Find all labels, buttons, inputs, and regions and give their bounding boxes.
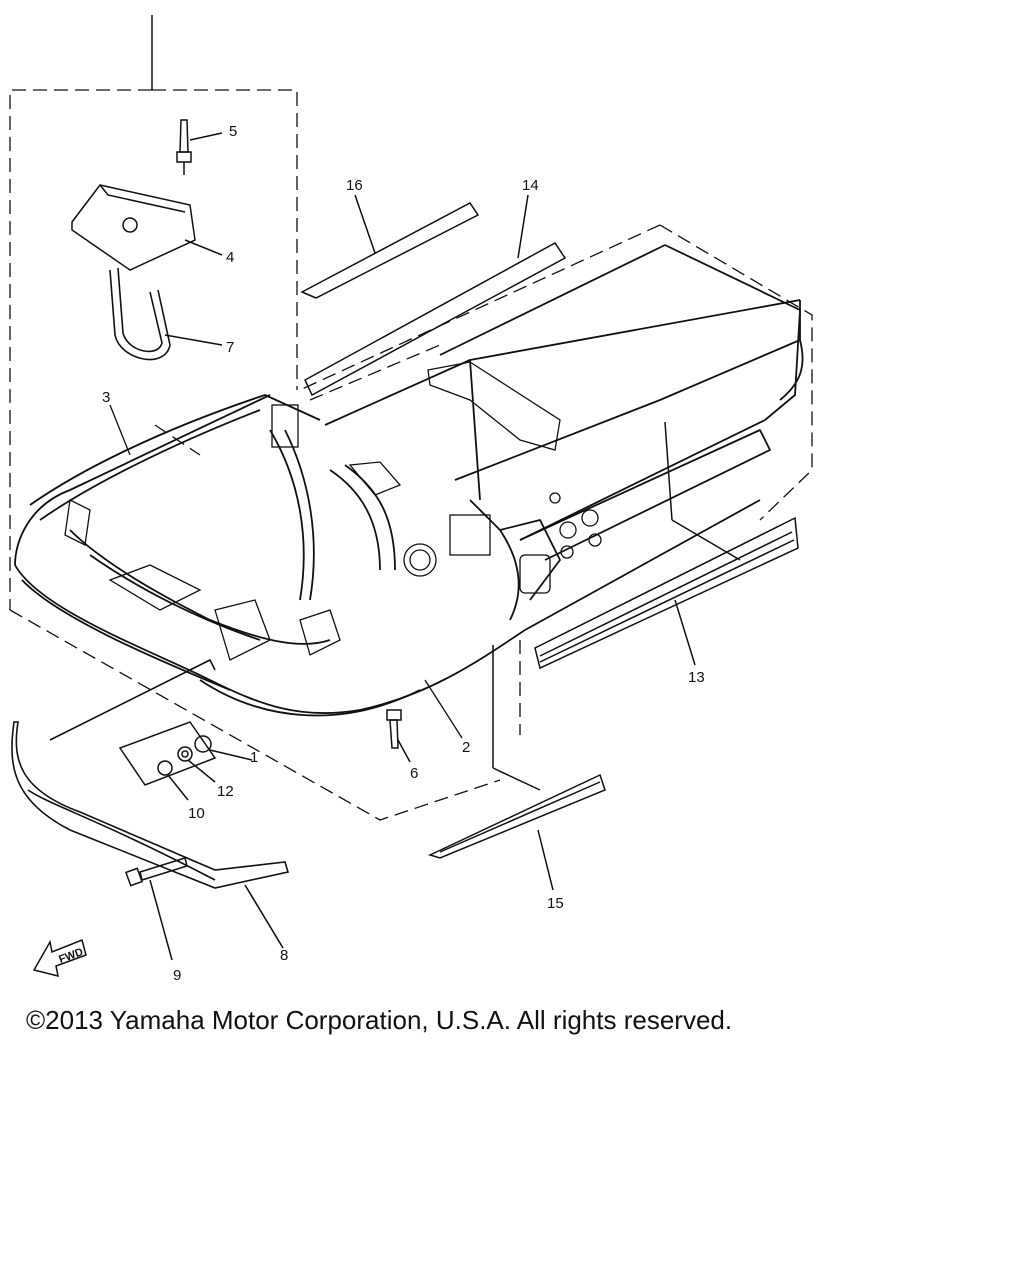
callout-4: 4 (226, 249, 234, 266)
fwd-label: FWD (57, 946, 85, 966)
callout-16: 16 (346, 177, 363, 194)
frame-details (64, 361, 602, 661)
callout-labels: 5 4 7 3 16 14 13 2 6 1 12 10 15 8 9 (102, 123, 705, 984)
callout-8: 8 (280, 947, 288, 964)
callout-7: 7 (226, 339, 234, 356)
callout-3: 3 (102, 389, 110, 406)
part-14-trim (304, 194, 567, 397)
part-9-bolt (125, 857, 188, 961)
callout-2: 2 (462, 739, 470, 756)
copyright-notice: ©2013 Yamaha Motor Corporation, U.S.A. A… (26, 1005, 733, 1035)
part-16-trim (300, 194, 480, 299)
frame-body (14, 244, 804, 717)
hardware-nuts (118, 721, 253, 801)
callout-13: 13 (688, 669, 705, 686)
callout-5: 5 (229, 123, 237, 140)
part-6-bolt (386, 709, 411, 763)
callout-1: 1 (250, 749, 258, 766)
part-7-u-bolt (109, 267, 223, 361)
callout-6: 6 (410, 765, 418, 782)
part-8-bumper (11, 658, 290, 949)
callout-14: 14 (522, 177, 539, 194)
fwd-arrow-icon: FWD (32, 938, 87, 978)
callout-15: 15 (547, 895, 564, 912)
callout-10: 10 (188, 805, 205, 822)
dashed-group-outlines (9, 89, 813, 821)
parts-exploded-diagram: FWD 5 4 7 3 16 14 13 2 6 1 12 10 15 8 9 (9, 15, 813, 984)
callout-12: 12 (217, 783, 234, 800)
part-13-decal (534, 421, 799, 670)
part-5-bolt (176, 119, 223, 175)
part-2-leader (424, 679, 463, 739)
callout-9: 9 (173, 967, 181, 984)
part-4-plate (71, 184, 223, 271)
part-3-leader (109, 404, 131, 456)
part-15-decal (427, 645, 606, 891)
